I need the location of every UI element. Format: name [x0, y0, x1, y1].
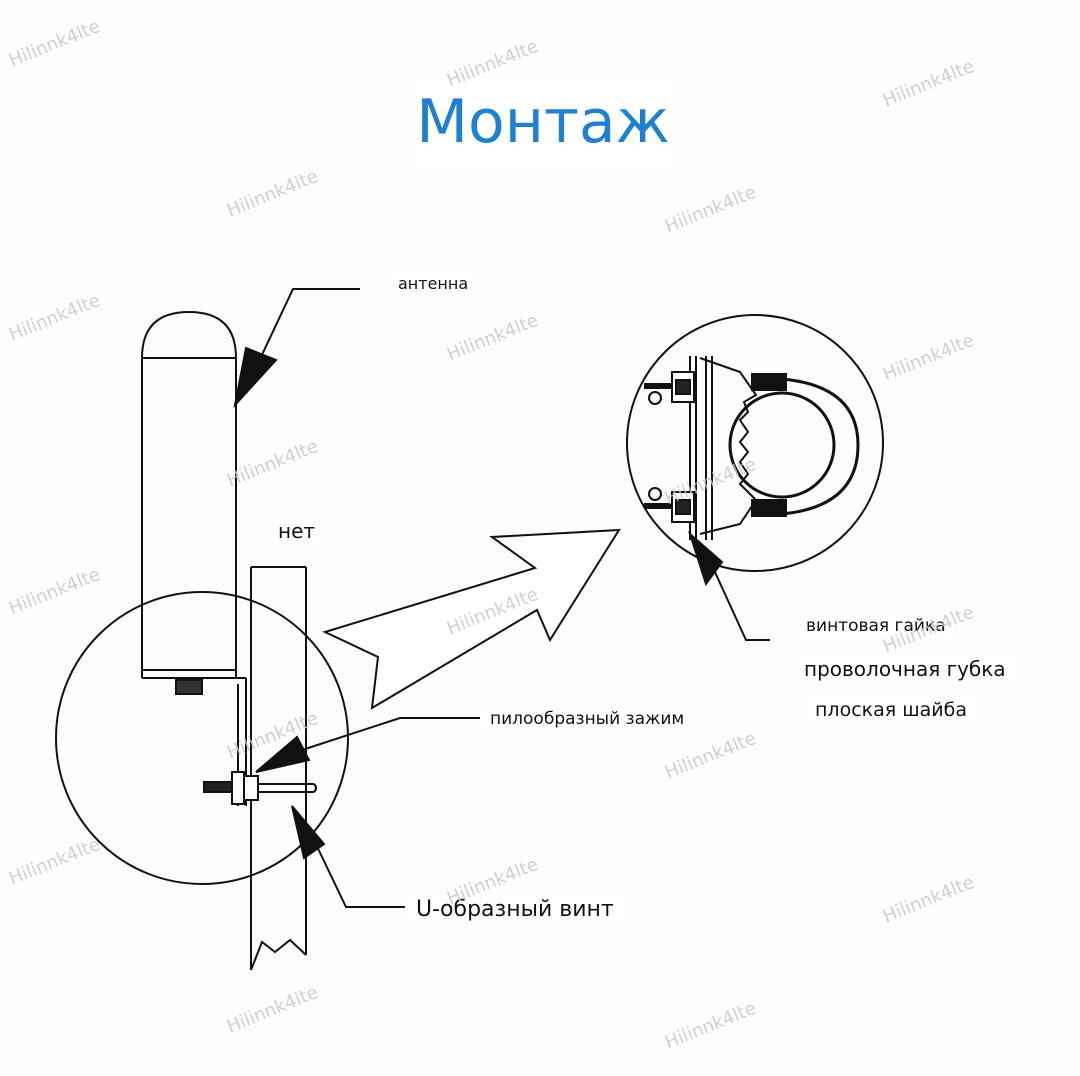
antenna-body	[141, 310, 247, 806]
page-title: Монтаж	[412, 78, 674, 166]
label-none: нет	[270, 517, 324, 545]
label-serrated-clamp: пилообразный зажим	[482, 707, 693, 732]
label-wire-sponge: проволочная губка	[796, 655, 1014, 683]
label-screw-nut: винтовая гайка	[798, 614, 954, 639]
antenna-leader	[233, 288, 360, 409]
zoom-arrow	[322, 528, 621, 710]
detail-circle-left	[55, 591, 349, 885]
label-u-bolt: U-образный винт	[408, 895, 622, 926]
screw-nut-leader	[687, 530, 770, 641]
zoom-circle	[626, 314, 884, 572]
u-bolt-assembly	[203, 771, 317, 805]
serrated-clamp-leader	[255, 717, 480, 773]
label-antenna: антенна	[390, 272, 477, 296]
u-bolt-leader	[291, 805, 405, 908]
label-flat-washer: плоская шайба	[807, 697, 975, 724]
